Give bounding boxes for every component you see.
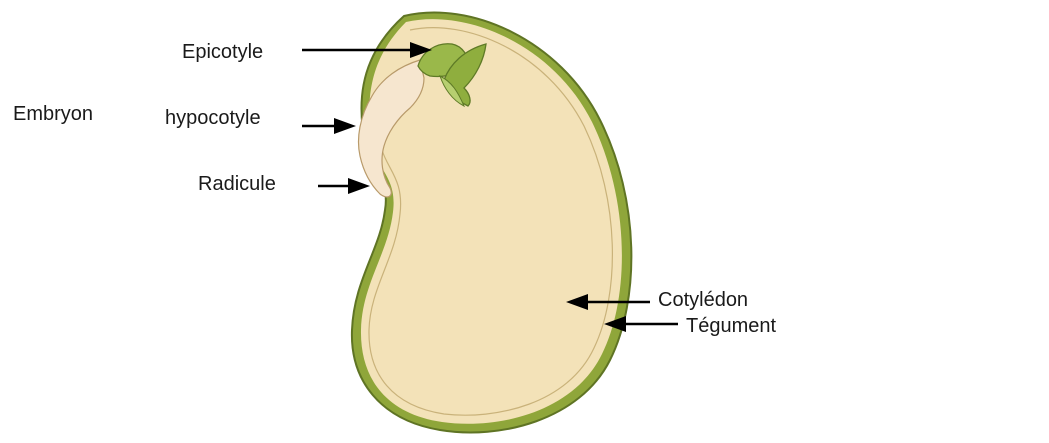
arrow-epicotyle <box>302 42 432 58</box>
label-radicule: Radicule <box>198 172 276 196</box>
label-epicotyle: Epicotyle <box>182 40 263 64</box>
label-cotyledon: Cotylédon <box>658 288 748 312</box>
label-embryon: Embryon <box>13 102 93 126</box>
arrow-radicule <box>318 178 370 194</box>
label-hypocotyle: hypocotyle <box>165 106 261 130</box>
arrow-hypocotyle <box>302 118 356 134</box>
label-tegument: Tégument <box>686 314 776 338</box>
